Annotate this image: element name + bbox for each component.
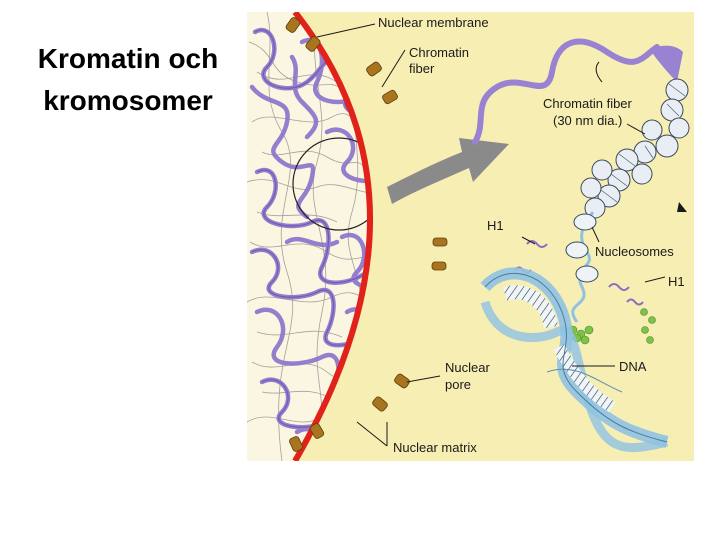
label-nucleosomes: Nucleosomes xyxy=(595,244,674,259)
label-nuclear-membrane: Nuclear membrane xyxy=(378,15,489,30)
label-chromatin-fiber-line1: Chromatin xyxy=(409,45,469,60)
label-h1-left: H1 xyxy=(487,218,504,233)
magnified-region-circle xyxy=(292,137,370,231)
leader-lines xyxy=(316,23,666,447)
label-chromatin-fiber-line2: fiber xyxy=(409,61,435,76)
label-30nm-fiber-line1: Chromatin fiber xyxy=(543,96,633,111)
label-nuclear-pore-line1: Nuclear xyxy=(445,360,490,375)
label-nuclear-matrix: Nuclear matrix xyxy=(393,440,477,455)
magnify-arrow xyxy=(387,138,509,204)
chromatin-fiber-top xyxy=(472,38,660,145)
label-30nm-fiber-line2: (30 nm dia.) xyxy=(553,113,622,128)
label-h1-right: H1 xyxy=(668,274,685,289)
label-dna: DNA xyxy=(619,359,647,374)
slide-title: Kromatin och kromosomer xyxy=(8,38,248,122)
beads-on-string xyxy=(565,211,599,323)
chromatin-figure: Nuclear membrane Chromatin fiber Chromat… xyxy=(247,12,694,461)
nuclear-membrane xyxy=(292,12,373,461)
dna-helix xyxy=(480,267,669,452)
histone-dots xyxy=(568,308,656,345)
solenoid-stripes xyxy=(600,83,686,203)
label-nuclear-pore-line2: pore xyxy=(445,377,471,392)
title-line-1: Kromatin och xyxy=(37,43,219,74)
title-line-2: kromosomer xyxy=(43,85,213,116)
fiber-widening xyxy=(653,45,683,82)
nuclear-pores xyxy=(285,17,448,452)
arrow-up-indicator xyxy=(677,202,687,212)
